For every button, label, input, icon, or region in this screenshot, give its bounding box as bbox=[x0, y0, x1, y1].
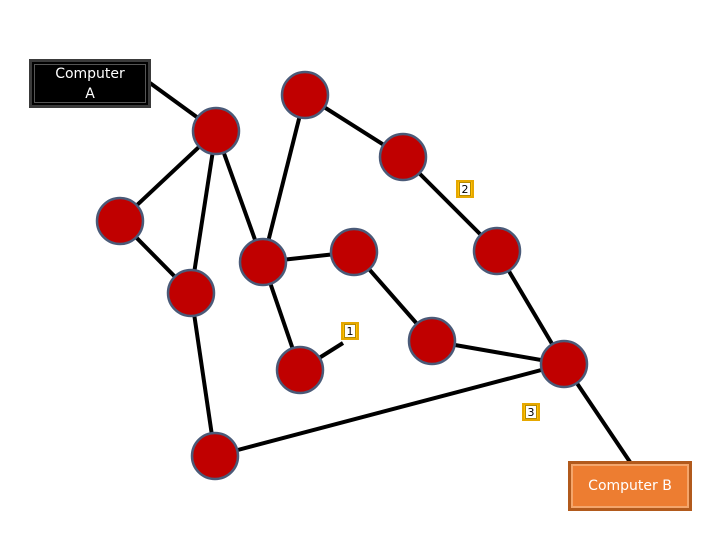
network-link-n8-n12 bbox=[189, 292, 217, 457]
route-label-1-text: 1 bbox=[344, 324, 356, 338]
router-node bbox=[280, 70, 330, 120]
router-node bbox=[407, 316, 457, 366]
router-node bbox=[275, 345, 325, 395]
computer-b-box: Computer B bbox=[568, 461, 692, 511]
route-label-3: 3 bbox=[522, 403, 540, 421]
computer-a-box: Computer A bbox=[29, 59, 151, 108]
router-node bbox=[378, 132, 428, 182]
route-label-1: 1 bbox=[341, 322, 359, 340]
router-node bbox=[329, 227, 379, 277]
router-node bbox=[238, 237, 288, 287]
router-node bbox=[190, 431, 240, 481]
route-label-2-text: 2 bbox=[459, 182, 471, 196]
router-node bbox=[191, 106, 241, 156]
router-node bbox=[472, 226, 522, 276]
network-routers bbox=[95, 70, 589, 481]
router-node bbox=[539, 339, 589, 389]
router-node bbox=[166, 268, 216, 318]
network-link-n1-n5 bbox=[261, 94, 307, 263]
network-link-n2-n8 bbox=[189, 130, 218, 294]
router-node bbox=[95, 196, 145, 246]
computer-b-label: Computer B bbox=[588, 478, 672, 494]
route-label-3-text: 3 bbox=[525, 405, 537, 419]
computer-a-label: Computer A bbox=[55, 65, 125, 102]
route-label-2: 2 bbox=[456, 180, 474, 198]
network-link-n12-n11 bbox=[214, 362, 565, 458]
